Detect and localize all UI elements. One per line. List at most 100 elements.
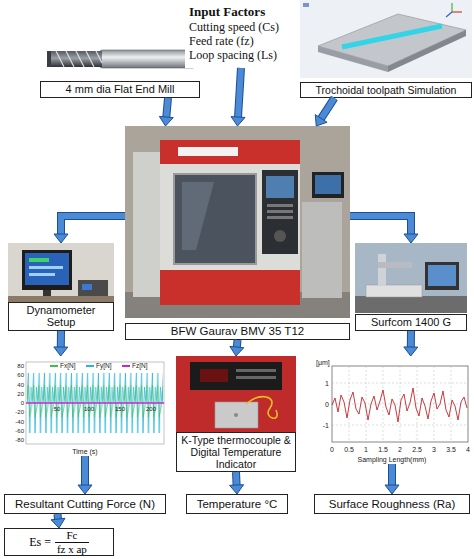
axis-tick: 1 — [325, 380, 329, 387]
axis-tick: 2 — [398, 446, 402, 453]
arrow-outline — [388, 464, 396, 486]
axis-title: Sampling Length(mm) — [358, 456, 427, 464]
axis-tick: 3.5 — [446, 446, 456, 453]
flow-arrow — [159, 98, 173, 126]
flow-arrow — [385, 464, 399, 494]
formula-text: Es = — [29, 535, 51, 550]
axis-tick: 200 — [146, 406, 156, 412]
arrow-head — [51, 518, 65, 528]
axis-tick: 50 — [54, 406, 61, 412]
thermocouple-photo — [176, 356, 296, 434]
arrow-head — [404, 234, 418, 243]
caption-text: Trochoidal toolpath Simulation — [300, 82, 472, 98]
profilometer-photo — [355, 243, 467, 313]
numerator: Fc — [55, 529, 89, 542]
caption-text: BFW Gaurav BMV 35 T12 — [125, 323, 350, 340]
toolpath-illustration — [300, 0, 472, 78]
factor-text: Cutting speed (Cs) — [189, 20, 293, 34]
axis-tick: 150 — [115, 406, 125, 412]
arrow-head — [230, 346, 244, 356]
force-plot — [26, 362, 164, 444]
axis-tick: 0.5 — [344, 446, 354, 453]
legend-text: Fz[N] — [132, 363, 148, 370]
machine-photo — [125, 126, 350, 318]
box-text: Temperature °C — [197, 498, 278, 511]
flow-arrow — [78, 456, 92, 494]
arrow-body — [408, 331, 414, 348]
arrow-body — [389, 464, 395, 486]
arrow-body — [61, 216, 125, 235]
axis-tick: 40 — [17, 382, 24, 388]
box-text: Resultant Cutting Force (N) — [15, 498, 155, 511]
end-mill-illustration — [47, 50, 195, 68]
axis-tick: -1 — [323, 422, 329, 429]
axis-tick: 0 — [21, 400, 24, 406]
input-factors-box: Input FactorsCutting speed (Cs)Feed rate… — [185, 2, 297, 68]
axis-tick: 3 — [432, 446, 436, 453]
arrow-outline — [166, 98, 168, 118]
flow-arrow — [230, 472, 244, 494]
factor-text: Loop spacing (Ls) — [189, 48, 293, 62]
arrow-body — [238, 68, 241, 118]
arrow-outline — [57, 331, 65, 348]
axis-tick: 80 — [17, 363, 24, 369]
flow-arrow — [51, 514, 65, 528]
flow-arrow — [350, 216, 418, 243]
arrow-head — [385, 485, 399, 494]
flow-arrow — [54, 216, 125, 243]
arrow-outline — [81, 456, 89, 486]
tool-panel: 4 mm dia Flat End Mill — [40, 40, 200, 98]
arrow-head — [315, 115, 327, 126]
flow-arrow — [315, 98, 334, 126]
axis-tick: 0 — [325, 401, 329, 408]
thermocouple-panel: K-Type thermocouple & Digital Temperatur… — [176, 356, 296, 472]
axis-tick: 60 — [17, 372, 24, 378]
arrow-body — [350, 216, 411, 235]
roughness-plot — [332, 366, 468, 442]
arrow-body — [234, 340, 241, 348]
arrow-head — [404, 347, 418, 356]
axis-tick: [μm] — [316, 359, 330, 366]
legend-sample — [86, 365, 94, 367]
output-box: Resultant Cutting Force (N) — [4, 494, 166, 514]
toolpath-panel: Trochoidal toolpath Simulation — [300, 0, 472, 98]
axis-tick: -20 — [15, 409, 24, 415]
arrow-head — [159, 116, 173, 126]
caption-text: Surfcom 1400 G — [355, 314, 467, 331]
axis-tick: -80 — [15, 437, 24, 443]
axis-tick: -60 — [15, 428, 24, 434]
caption-text: Dynamometer Setup — [8, 302, 114, 331]
formula-box: Es = Fcfz x ap — [4, 528, 114, 556]
arrow-head — [54, 234, 68, 243]
heading-text: Input Factors — [189, 4, 293, 20]
arrow-body — [58, 331, 64, 348]
arrow-body — [82, 456, 88, 486]
legend-text: Fy[N] — [96, 363, 112, 370]
machine-panel: BFW Gaurav BMV 35 T12 — [125, 126, 350, 340]
arrow-outline — [53, 514, 62, 520]
axis-tick: 1 — [364, 446, 368, 453]
box-text: Surface Roughness (Ra) — [329, 498, 456, 511]
arrow-body — [54, 514, 61, 520]
arrow-outline — [350, 216, 411, 235]
axis-tick: 1.5 — [378, 446, 388, 453]
arrow-outline — [233, 340, 242, 348]
denominator: fz x ap — [55, 543, 89, 555]
legend-text: Fx[N] — [60, 363, 76, 370]
arrow-head — [54, 347, 68, 356]
axis-tick: 100 — [84, 406, 94, 412]
output-box: Temperature °C — [186, 494, 288, 514]
arrow-body — [166, 98, 168, 118]
axis-tick: 4 — [466, 446, 470, 453]
factor-text: Feed rate (fz) — [189, 34, 293, 48]
flow-arrow — [230, 340, 244, 356]
axis-tick: -40 — [15, 419, 24, 425]
output-box: Surface Roughness (Ra) — [314, 494, 470, 514]
fraction: Fcfz x ap — [55, 529, 89, 554]
arrow-body — [233, 472, 240, 486]
flow-arrow — [54, 331, 68, 356]
profilometer-panel: Surfcom 1400 G — [355, 243, 467, 331]
caption-text: K-Type thermocouple & Digital Temperatur… — [176, 432, 296, 472]
arrow-outline — [238, 68, 241, 118]
